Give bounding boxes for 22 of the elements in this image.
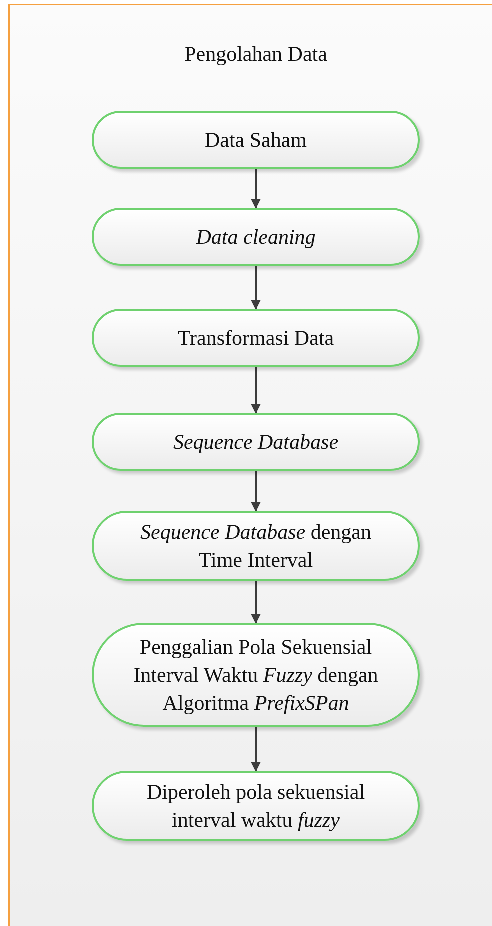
terminator-box xyxy=(92,623,420,727)
step-text: Data cleaning xyxy=(196,224,316,251)
step-text: Sequence Database dengan Time Interval xyxy=(140,519,372,574)
step-text: Sequence Database xyxy=(173,429,339,456)
terminator-box xyxy=(92,208,420,266)
arrow xyxy=(251,266,261,310)
terminator-box xyxy=(92,413,420,471)
swimlane-frame xyxy=(8,4,492,926)
arrow xyxy=(251,471,261,512)
frame-title: Pengolahan Data xyxy=(184,41,328,68)
terminator-box xyxy=(92,309,420,367)
arrow xyxy=(251,727,261,772)
arrow xyxy=(251,169,261,209)
step-text: Transformasi Data xyxy=(178,325,334,352)
terminator-box xyxy=(92,771,420,841)
arrow xyxy=(251,367,261,414)
terminator-box xyxy=(92,511,420,581)
arrow xyxy=(251,581,261,624)
terminator-box xyxy=(92,111,420,169)
step-text: Penggalian Pola Sekuensial Interval Waktu Fuzzy dengan Algoritma PrefixSPan xyxy=(132,634,380,717)
step-text: Data Saham xyxy=(204,127,308,154)
step-text: Diperoleh pola sekuensial interval waktu fuzzy xyxy=(146,779,366,834)
